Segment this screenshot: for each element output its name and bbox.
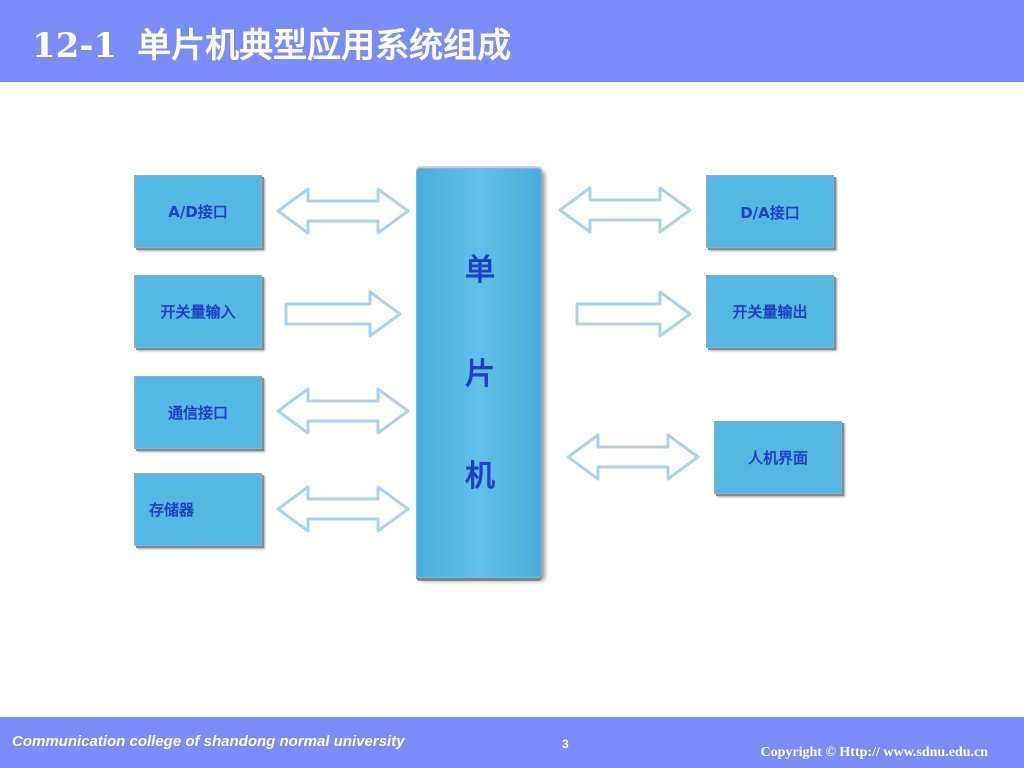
arrow-right-icon <box>575 290 692 338</box>
block-comm-interface: 通信接口 <box>134 376 262 449</box>
footer-bar: Communication college of shandong normal… <box>0 717 1024 768</box>
mcu-char: 单 <box>465 253 495 288</box>
block-storage: 存储器 <box>134 473 262 546</box>
title-text: 单片机典型应用系统组成 <box>137 26 512 66</box>
block-label: 开关量输出 <box>732 303 808 321</box>
slide-title: 12-1 单片机典型应用系统组成 <box>32 18 511 67</box>
block-label: 通信接口 <box>167 404 228 422</box>
mcu-char: 机 <box>465 459 495 494</box>
block-da-interface: D/A接口 <box>706 175 834 248</box>
block-switch-input: 开关量输入 <box>134 275 262 348</box>
footer-institution: Communication college of shandong normal… <box>12 733 405 750</box>
double-arrow-icon <box>276 187 410 235</box>
mcu-block: 单 片 机 <box>416 168 542 578</box>
mcu-char: 片 <box>465 357 495 392</box>
block-hmi: 人机界面 <box>714 421 842 494</box>
block-label: D/A接口 <box>740 204 800 222</box>
page-number: 3 <box>562 737 569 751</box>
header-bar: 12-1 单片机典型应用系统组成 <box>0 0 1024 82</box>
double-arrow-icon <box>558 186 692 234</box>
block-label: 开关量输入 <box>160 303 236 321</box>
double-arrow-icon <box>566 433 700 481</box>
block-switch-output: 开关量输出 <box>706 275 834 348</box>
block-ad-interface: A/D接口 <box>134 175 262 248</box>
block-label: 人机界面 <box>747 449 808 467</box>
footer-copyright: Copyright © Http:// www.sdnu.edu.cn <box>760 745 989 760</box>
double-arrow-icon <box>276 387 410 435</box>
block-label: 存储器 <box>149 501 195 519</box>
double-arrow-icon <box>276 485 410 533</box>
arrow-right-icon <box>284 290 402 338</box>
section-number: 12-1 <box>32 26 118 66</box>
block-label: A/D接口 <box>168 203 228 221</box>
